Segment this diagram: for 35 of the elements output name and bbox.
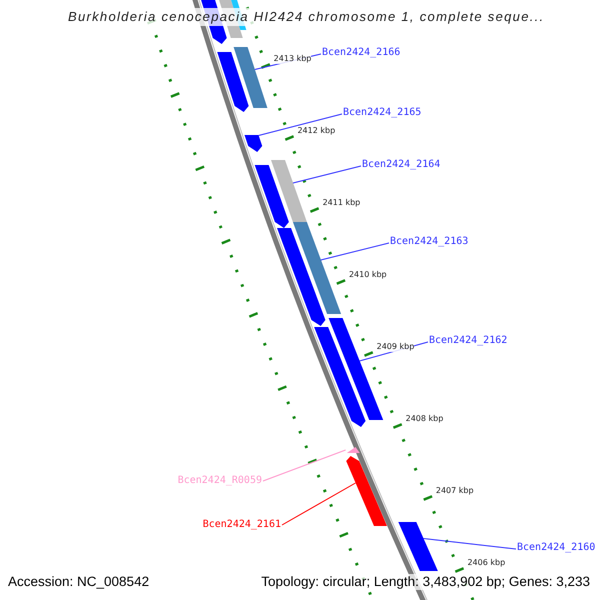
position-label: 2409 kbp bbox=[376, 342, 414, 352]
gene-block bbox=[398, 522, 438, 571]
position-label: 2406 kbp bbox=[467, 558, 506, 568]
genome-summary-text: Topology: circular; Length: 3,483,902 bp; Genes: 3,233 bbox=[259, 574, 592, 590]
gene-label: Bcen2424_2165 bbox=[343, 106, 422, 120]
gene-label: Bcen2424_2163 bbox=[390, 235, 468, 249]
gene-block bbox=[277, 228, 326, 326]
gene-block bbox=[271, 160, 307, 222]
gene-block bbox=[234, 47, 268, 108]
leader-line bbox=[292, 166, 362, 184]
leader-line bbox=[282, 482, 356, 526]
gene-label: Bcen2424_2164 bbox=[362, 158, 440, 172]
gene-block bbox=[244, 135, 262, 152]
leader-line bbox=[320, 242, 390, 260]
position-label: 2408 kbp bbox=[406, 414, 444, 424]
leader-line bbox=[423, 538, 516, 550]
leader-line bbox=[258, 114, 342, 136]
gene-block bbox=[217, 52, 249, 112]
leader-line bbox=[262, 450, 346, 482]
gene-label: Bcen2424_2162 bbox=[429, 334, 508, 348]
accession-text: Accession: NC_008542 bbox=[8, 574, 150, 590]
gene-triangle bbox=[346, 447, 360, 453]
position-label: 2411 kbp bbox=[322, 198, 360, 208]
gene-label: Bcen2424_2160 bbox=[517, 541, 596, 555]
gene-block bbox=[254, 165, 289, 228]
gene-block bbox=[292, 222, 342, 314]
position-label: 2407 kbp bbox=[436, 486, 474, 496]
gene-label: Bcen2424_R0059 bbox=[178, 474, 262, 488]
position-label: 2410 kbp bbox=[348, 270, 387, 280]
gene-block bbox=[314, 327, 366, 427]
gene-label: Bcen2424_2166 bbox=[322, 46, 400, 60]
position-label: 2413 kbp bbox=[274, 54, 312, 64]
gene-label: Bcen2424_2161 bbox=[202, 518, 281, 532]
position-label: 2412 kbp bbox=[297, 126, 336, 136]
gene-block bbox=[346, 456, 387, 526]
